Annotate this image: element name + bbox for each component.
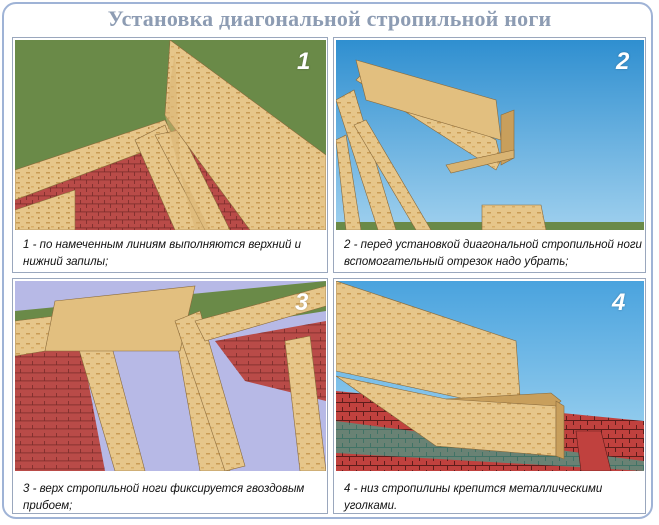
- step-2-panel: 2 2 - перед установкой диагональной стро…: [333, 37, 646, 273]
- figure-title: Установка диагональной стропильной ноги: [107, 6, 552, 31]
- step-3-panel: 3 3 - верх стропильной ноги фиксируется …: [12, 278, 328, 514]
- step-4-number: 4: [612, 289, 626, 316]
- step-4-illustration: [336, 281, 644, 471]
- step-1-number: 1: [297, 48, 311, 75]
- step-1-caption: 1 - по намеченным линиям выполняются вер…: [23, 239, 301, 268]
- step-3-caption: 3 - верх стропильной ноги фиксируется гв…: [23, 483, 305, 512]
- step-1-illustration: [15, 40, 326, 230]
- step-4-panel: 4 4 - низ стропилины крепится металличес…: [333, 278, 646, 514]
- step-2-number: 2: [616, 48, 630, 75]
- step-1-panel: 1 1 - по намеченным линиям выполняются в…: [12, 37, 328, 273]
- step-4-caption: 4 - низ стропилины крепится металлически…: [344, 483, 603, 512]
- step-3-number: 3: [295, 289, 309, 316]
- step-2-caption: 2 - перед установкой диагональной стропи…: [344, 239, 642, 268]
- step-3-illustration: [15, 281, 326, 471]
- step-2-illustration: [336, 40, 644, 230]
